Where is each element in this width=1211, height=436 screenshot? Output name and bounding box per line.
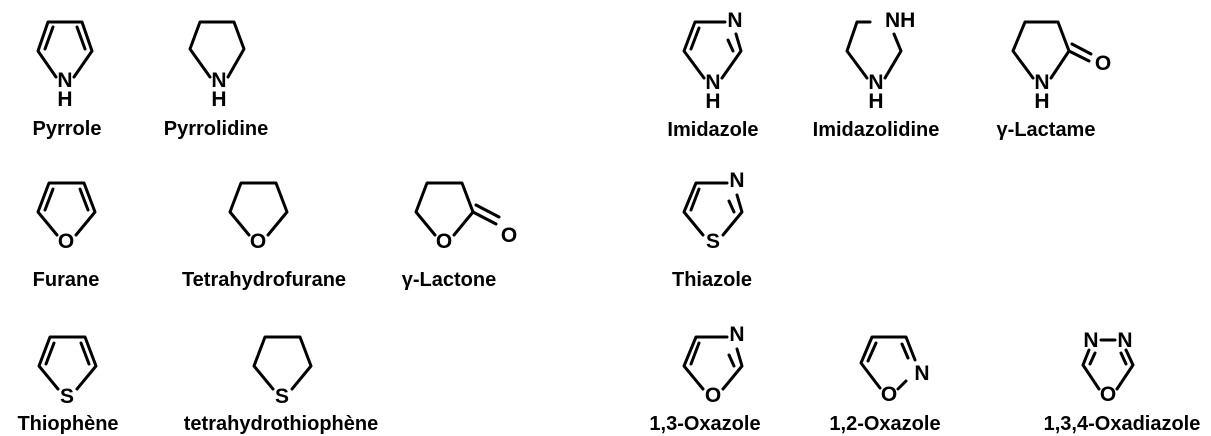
atom-n: N [729,323,744,346]
double-bond-right [75,25,87,51]
ring-bonds-2 [721,193,744,237]
molecule-label: 1,2-Oxazole [829,413,940,435]
molecule-label: Furane [33,269,100,291]
ring-bonds [1011,20,1071,80]
atom-o-ring: O [436,230,452,253]
atom-h: H [211,88,226,111]
ring-bonds-left [1081,348,1101,391]
molecule-label: Thiophène [17,413,118,435]
atom-h: H [868,90,883,113]
double-bond-left [689,341,701,366]
molecule-label: 1,3-Oxazole [649,413,760,435]
atom-s: S [275,385,289,408]
atom-o: O [881,383,897,406]
ring-bonds [36,20,94,79]
atom-n4: N [1117,329,1132,352]
molecule-label: γ-Lactame [997,119,1096,141]
molecule-imidazolidine: NH N H Imidazolidine [813,9,940,141]
ring-bonds-2 [883,32,903,80]
double-bond-right [900,342,910,360]
carbonyl-bond-2 [1070,42,1093,56]
molecule-label: γ-Lactone [402,269,496,291]
atom-n1: N [868,71,883,94]
atom-n3: N [1083,329,1098,352]
n-o-bond [896,379,908,391]
double-bond-right [79,341,91,366]
ring-bonds [414,181,475,237]
molecule-1-3-oxazole: N O 1,3-Oxazole [649,323,760,435]
atom-n: N [914,362,929,385]
ring-bonds-2 [720,32,743,80]
molecule-pyrrole: N H Pyrrole [33,20,102,140]
ring-bonds [252,335,313,391]
ring-bonds-2 [721,347,744,391]
molecule-label: Imidazolidine [813,119,940,141]
molecule-gamma-lactame: O N H γ-Lactame [997,20,1111,141]
ring-bonds [682,335,729,391]
carbonyl-bond-1 [1067,49,1091,63]
ring-bonds [682,20,727,80]
atom-n: N [729,169,744,192]
molecule-label: Tetrahydrofurane [182,269,346,291]
molecule-label: Pyrrolidine [164,118,268,140]
ring-bonds [36,181,97,237]
molecule-tetrahydrothiophene: S tetrahydrothiophène [184,335,378,435]
atom-o: O [58,230,74,253]
double-bond-left [44,341,56,366]
molecule-label: 1,3,4-Oxadiazole [1044,413,1201,435]
atom-s: S [706,230,720,253]
atom-h: H [57,88,72,111]
double-bond-left [1088,351,1097,366]
atom-h: H [1034,90,1049,113]
ring-bonds [188,20,246,79]
molecule-imidazole: N N H Imidazole [667,9,758,141]
ring-bonds [228,181,289,237]
ring-bonds [682,181,729,237]
carbonyl-bond-2 [474,203,501,219]
atom-n: N [211,69,226,92]
atom-n3: N [727,9,742,32]
ring-bonds [859,335,917,390]
double-bond-left [43,187,55,212]
double-bond-left [689,187,701,212]
atom-o: O [1100,383,1116,406]
ring-bonds [845,20,872,80]
molecule-gamma-lactone: O O γ-Lactone [402,181,517,291]
atom-n: N [57,69,72,92]
double-bond-right [78,187,90,212]
molecule-label: tetrahydrothiophène [184,413,378,435]
molecule-label: Imidazole [667,119,758,141]
molecule-pyrrolidine: N H Pyrrolidine [164,20,268,140]
atom-s: S [60,385,74,408]
ring-bonds [37,335,98,391]
molecule-thiazole: N S Thiazole [672,169,752,291]
double-bond-right [1119,351,1128,366]
molecule-1-3-4-oxadiazole: N N O 1,3,4-Oxadiazole [1044,329,1201,435]
molecule-1-2-oxazole: O N 1,2-Oxazole [829,335,941,435]
atom-n1: N [705,71,720,94]
double-bond-right [727,199,736,214]
molecule-label: Thiazole [672,269,752,291]
atom-o: O [250,230,266,253]
double-bond-left [866,341,878,363]
molecule-label: Pyrrole [33,118,102,140]
double-bond-right [726,38,735,53]
atom-o: O [1095,52,1111,75]
double-bond-right [727,353,736,368]
molecule-furane: O Furane [33,181,100,291]
atom-h: H [705,90,720,113]
atom-o-carbonyl: O [501,224,517,247]
molecule-tetrahydrofurane: O Tetrahydrofurane [182,181,346,291]
double-bond-left [689,26,701,51]
molecule-thiophene: S Thiophène [17,335,119,435]
atom-n: N [1034,71,1049,94]
atom-n3: NH [885,9,915,32]
ring-bonds-right [1115,348,1135,391]
double-bond-left [43,25,55,51]
carbonyl-bond-1 [471,210,498,226]
atom-o: O [705,384,721,407]
